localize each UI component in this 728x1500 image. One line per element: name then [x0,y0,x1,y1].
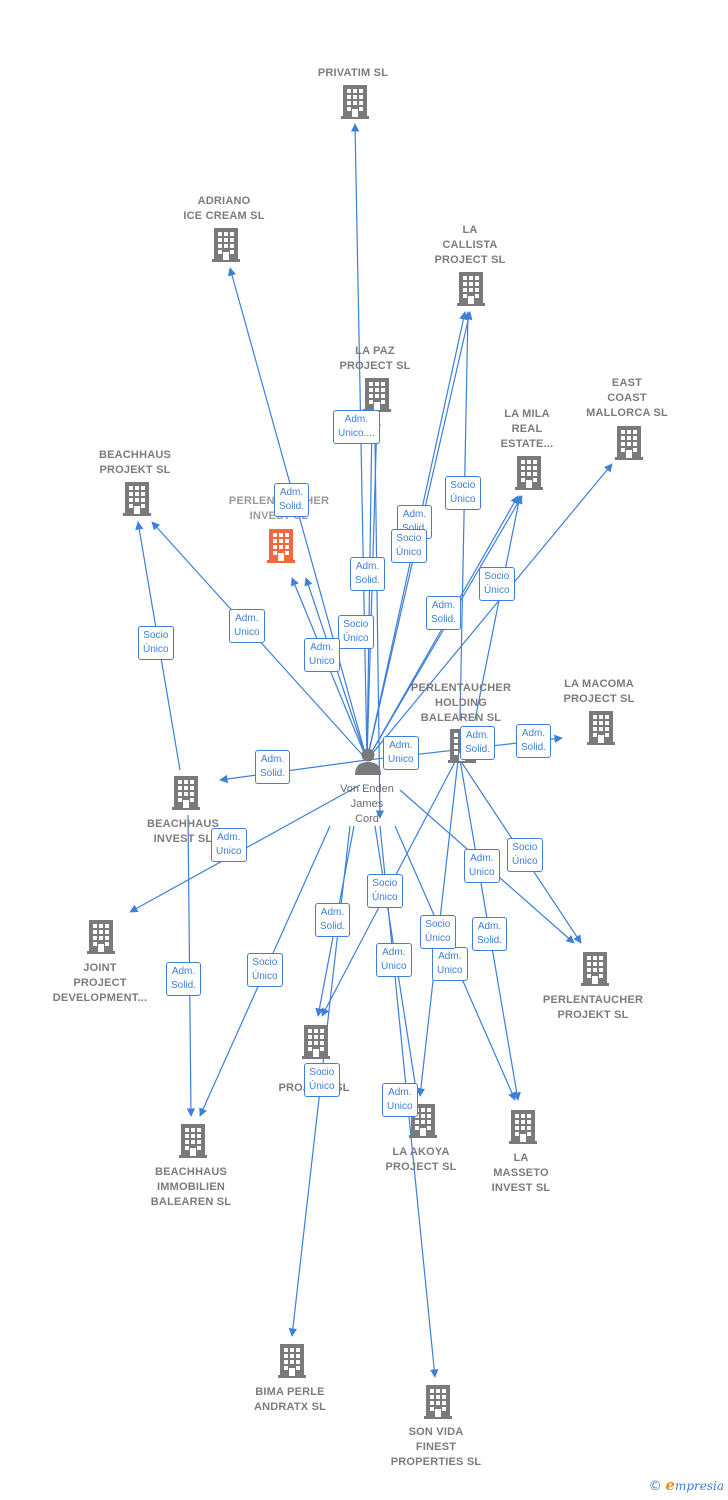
relationship-badge[interactable]: Adm. Unico [211,828,247,862]
company-building-icon[interactable] [212,228,240,262]
relationship-badge[interactable]: Socio Único [391,529,427,563]
relationship-badge[interactable]: Socio Único [420,915,456,949]
company-building-icon[interactable] [302,1025,330,1059]
company-label[interactable]: BEACHHAUS IMMOBILIEN BALEAREN SL [150,1166,232,1208]
relationship-badge[interactable]: Adm. Solid. [166,962,202,996]
relationship-badge[interactable]: Adm. Unico [382,1083,418,1117]
relationship-badge[interactable]: Socio Único [367,874,403,908]
relationship-badge[interactable]: Adm. Unico [229,609,265,643]
relationship-badge[interactable]: Socio Único [507,838,543,872]
relationship-edge [219,759,368,784]
company-label[interactable]: BEACHHAUS PROJEKT SL [98,449,172,476]
company-label[interactable]: PRIVATIM SL [317,67,389,79]
copyright-icon: © [648,1479,662,1494]
company-label[interactable]: EAST COAST MALLORCA SL [586,377,668,419]
company-building-icon[interactable] [341,85,369,119]
company-building-icon[interactable] [424,1385,452,1419]
relationship-badge[interactable]: Socio Único [304,1063,340,1097]
relationship-edge [366,463,613,761]
company-building-icon[interactable] [509,1110,537,1144]
relationship-badge[interactable]: Socio Único [338,615,374,649]
relationship-badge[interactable]: Adm. Solid. [472,917,508,951]
company-building-icon[interactable] [615,426,643,460]
brand-name: mpresia [674,1479,724,1493]
relationship-badge[interactable]: Adm. Unico [304,638,340,672]
company-building-icon[interactable] [363,378,391,412]
company-label[interactable]: SON VIDA FINEST PROPERTIES SL [390,1426,482,1468]
company-nodes [87,85,643,1419]
relationship-badge[interactable]: Socio Único [247,953,283,987]
company-building-icon[interactable] [587,711,615,745]
company-label[interactable]: LA AKOYA PROJECT SL [385,1146,457,1173]
company-building-icon[interactable] [278,1344,306,1378]
relationship-badge[interactable]: Adm. Solid. [426,596,462,630]
relationship-edge [459,311,473,721]
company-label[interactable]: LA MILA REAL ESTATE... [500,408,554,450]
relationship-badge[interactable]: Socio Único [445,476,481,510]
company-building-icon[interactable] [179,1124,207,1158]
relationship-badge[interactable]: Adm. Solid. [274,483,310,517]
relationship-badge[interactable]: Adm. Solid. [350,557,386,591]
brand-footer: © empresia [649,1476,724,1494]
person-name: Von Enden James Cord [340,783,394,825]
relationship-edge [374,439,385,819]
relationship-badge[interactable]: Adm. Solid. [460,726,496,760]
company-building-icon[interactable] [87,920,115,954]
company-label[interactable]: PERLENTAUCHER HOLDING BALEAREN SL [410,682,512,724]
company-label[interactable]: LA CALLISTA PROJECT SL [434,224,506,266]
relationship-badge[interactable]: Adm. Solid. [315,903,351,937]
relationship-badge[interactable]: Adm. Unico [432,947,468,981]
relationship-badge[interactable]: Socio Único [138,626,174,660]
brand-initial: e [665,1476,675,1494]
company-building-icon[interactable] [267,529,295,563]
relationship-badge[interactable]: Socio Único [479,567,515,601]
company-label[interactable]: JOINT PROJECT DEVELOPMENT... [52,962,148,1004]
company-label[interactable]: BIMA PERLE ANDRATX SL [253,1386,327,1413]
person-icon[interactable] [355,748,381,776]
relationship-badge[interactable]: Adm. Unico [376,943,412,977]
company-label[interactable]: LA MACOMA PROJECT SL [563,678,635,705]
company-building-icon[interactable] [457,272,485,306]
company-label[interactable]: LA PAZ PROJECT SL [339,345,411,372]
relationship-badge[interactable]: Adm. Solid. [255,750,291,784]
company-building-icon[interactable] [515,456,543,490]
company-building-icon[interactable] [581,952,609,986]
relationship-edge [474,495,523,721]
relationship-badge[interactable]: Adm. Unico.... [333,410,380,444]
company-label[interactable]: BEACHHAUS INVEST SL [146,818,220,845]
relationship-badge[interactable]: Adm. Solid. [516,724,552,758]
company-label[interactable]: PERLENTAUCHER PROJEKT SL [542,994,644,1021]
company-building-icon[interactable] [123,482,151,516]
relationship-badge[interactable]: Adm. Unico [383,736,419,770]
company-label[interactable]: ADRIANO ICE CREAM SL [183,195,265,222]
company-building-icon[interactable] [172,776,200,810]
company-label[interactable]: LA MASSETO INVEST SL [491,1152,551,1194]
relationship-badge[interactable]: Adm. Unico [464,849,500,883]
